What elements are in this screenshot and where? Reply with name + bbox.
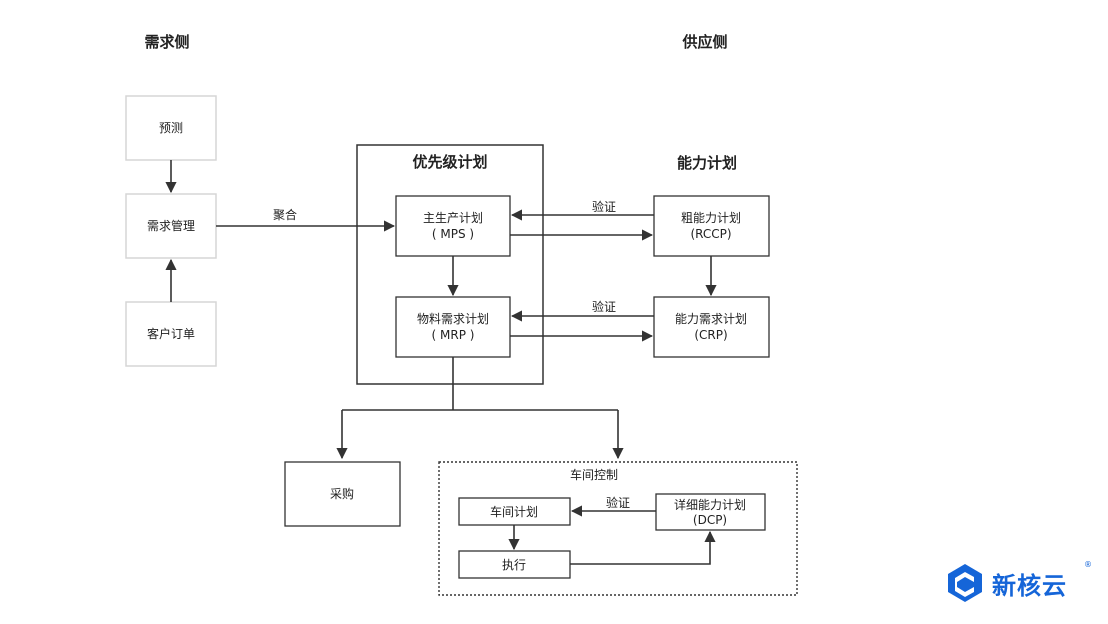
- brand-logo: 新核云 ®: [944, 560, 1092, 604]
- supply-side-heading: 供应侧: [681, 33, 727, 51]
- execute-box: [458, 550, 571, 579]
- verify-label-1: 验证: [592, 199, 616, 214]
- verify-label-2: 验证: [592, 299, 616, 314]
- forecast-label: 预测: [159, 121, 183, 135]
- brand-hexagon-icon: [948, 564, 982, 602]
- purchasing-label: 采购: [330, 486, 354, 501]
- rccp-label: 粗能力计划: [681, 211, 741, 225]
- capacity-planning-heading: 能力计划: [677, 154, 737, 172]
- brand-name: 新核云: [992, 571, 1067, 600]
- demand-side-heading: 需求侧: [144, 33, 189, 51]
- forecast-box: [125, 95, 217, 161]
- aggregate-label: 聚合: [273, 207, 297, 222]
- priority-planning-heading: 优先级计划: [412, 153, 487, 171]
- priority-planning-container: [356, 144, 544, 385]
- mps-label: 主生产计划: [423, 211, 483, 225]
- shop-floor-heading: 车间控制: [570, 467, 618, 482]
- crp-label: 能力需求计划: [675, 312, 747, 326]
- crp-box: [653, 296, 770, 358]
- demand-management-label: 需求管理: [147, 218, 195, 233]
- shop-plan-label: 车间计划: [490, 504, 538, 519]
- execute-label: 执行: [502, 558, 526, 572]
- mrp-label: 物料需求计划: [417, 312, 489, 326]
- dcp-box: [655, 493, 766, 531]
- verify-label-3: 验证: [606, 495, 630, 510]
- mrp-box: [395, 296, 511, 358]
- crp-abbr: (CRP): [694, 328, 727, 342]
- mrp-abbr: ( MRP ): [432, 328, 475, 342]
- purchasing-box: [284, 461, 401, 527]
- dcp-abbr: (DCP): [693, 513, 727, 527]
- mps-abbr: ( MPS ): [432, 227, 474, 241]
- mps-box: [395, 195, 511, 257]
- demand-management-box: [125, 193, 217, 259]
- shop-floor-container: [438, 461, 798, 596]
- customer-order-label: 客户订单: [147, 326, 195, 341]
- rccp-box: [653, 195, 770, 257]
- dcp-label: 详细能力计划: [674, 497, 746, 512]
- registered-mark: ®: [1084, 560, 1092, 569]
- rccp-abbr: (RCCP): [690, 227, 731, 241]
- execute-to-dcp-arrow: [570, 530, 716, 565]
